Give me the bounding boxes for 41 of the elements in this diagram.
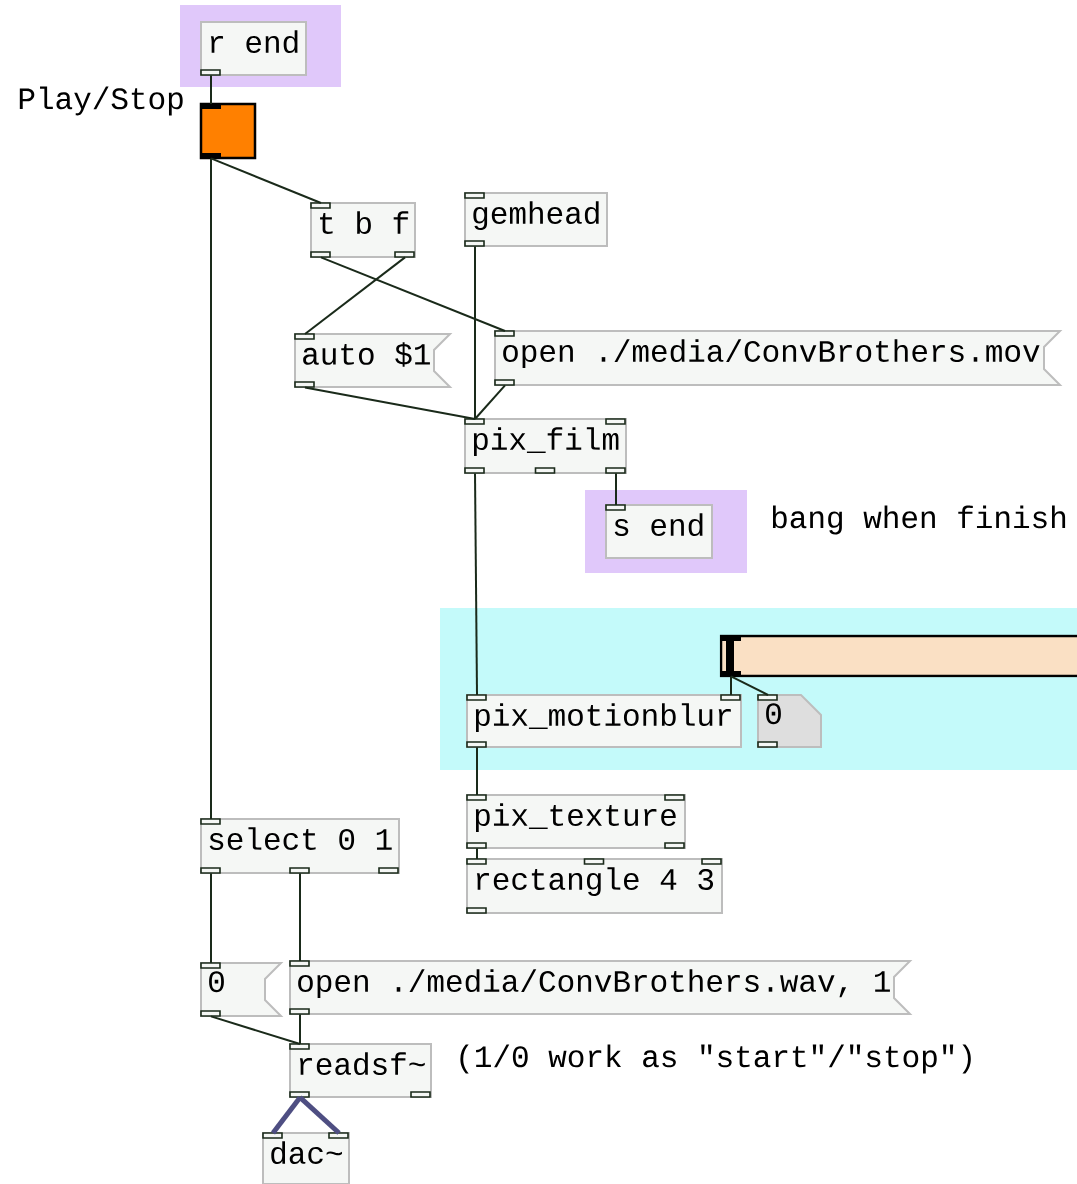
patch-cord <box>476 746 478 796</box>
patch-cord <box>210 157 322 204</box>
patch-cord <box>304 256 406 335</box>
message-box: open ./media/ConvBrothers.wav, 1 <box>289 960 913 1015</box>
patch-cord <box>298 1095 341 1135</box>
patch-cord <box>730 675 769 696</box>
patch-cord <box>210 157 212 820</box>
number-box: 0 <box>757 694 822 748</box>
node-label: Play/Stop <box>19 86 183 116</box>
patch-cord <box>615 472 617 506</box>
object-box: t b f <box>310 202 416 258</box>
patch-cord <box>730 675 732 696</box>
slider <box>719 634 1077 678</box>
message-box: open ./media/ConvBrothers.mov <box>494 330 1063 386</box>
patch-cord <box>299 872 301 962</box>
patch-cord <box>299 1013 301 1045</box>
object-box: readsf~ <box>289 1043 432 1098</box>
message-box: 0 <box>200 962 284 1017</box>
object-box: pix_motionblur <box>466 694 742 748</box>
patch-cord <box>474 384 506 420</box>
patch-cord <box>210 1015 301 1045</box>
patch-cord <box>474 472 478 696</box>
toggle <box>199 102 257 160</box>
patch-cord <box>320 256 506 332</box>
object-box: gemhead <box>464 192 608 247</box>
patch-cord <box>271 1095 302 1135</box>
object-box: rectangle 4 3 <box>466 858 723 914</box>
patch-cord <box>476 847 478 860</box>
object-box: r end <box>200 21 307 76</box>
patch-cord <box>210 74 212 105</box>
comment: (1/0 work as "start"/"stop") <box>460 1044 971 1074</box>
comment: bang when finish <box>772 505 1066 535</box>
object-box: s end <box>605 504 713 559</box>
patch-cord <box>210 872 212 964</box>
object-box: dac~ <box>262 1132 350 1184</box>
message-box: auto $1 <box>294 333 453 388</box>
object-box: pix_film <box>464 418 627 474</box>
object-box: select 0 1 <box>200 818 400 874</box>
patch-cord <box>474 245 476 420</box>
patch-cord <box>304 386 476 420</box>
object-box: pix_texture <box>466 794 686 849</box>
